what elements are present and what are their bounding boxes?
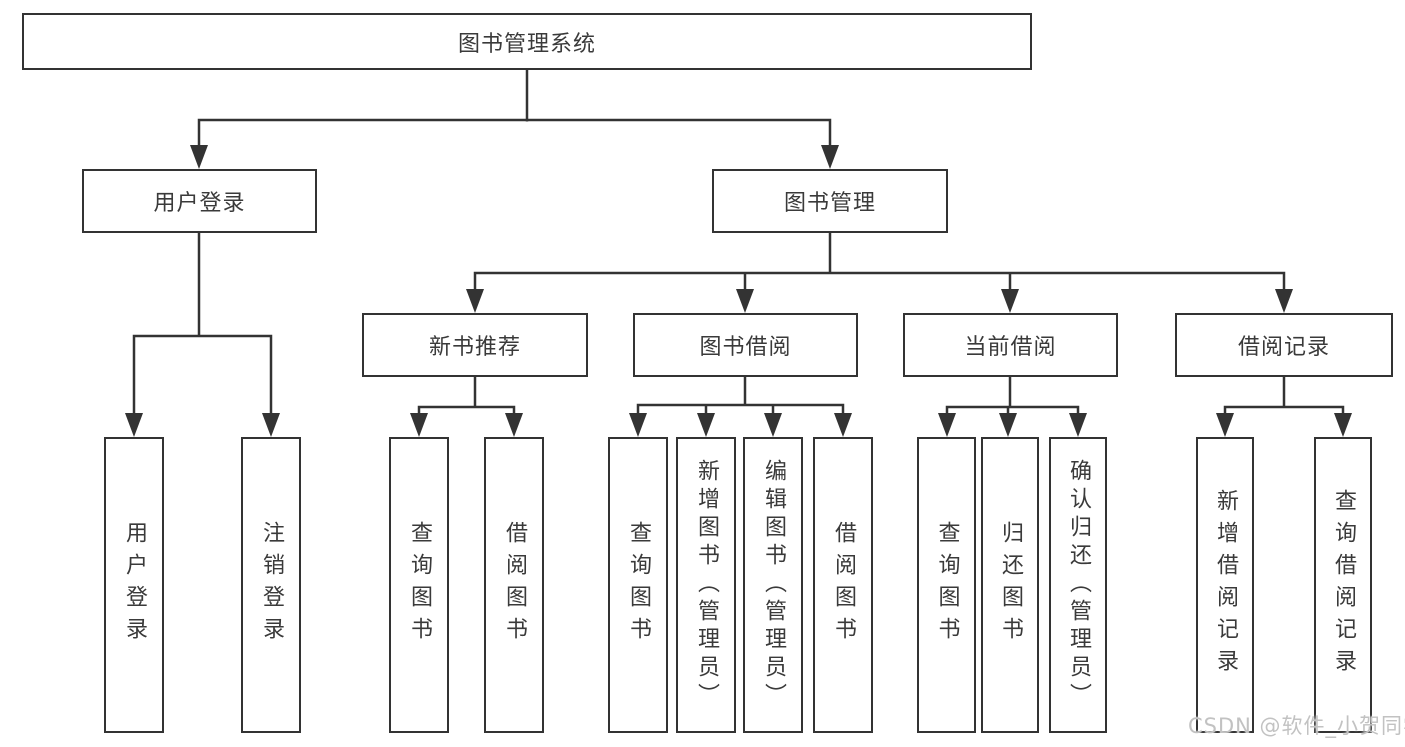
node-label: 图书管理系统	[457, 31, 596, 57]
leaf-return-books: 归还图书	[981, 437, 1039, 733]
node-label: 当前借阅	[964, 335, 1057, 360]
node-label: 借阅记录	[1237, 335, 1330, 360]
node-label: 新增借阅记录	[1213, 489, 1238, 681]
node-label: 图书借阅	[699, 335, 792, 360]
node-label: 借阅图书	[502, 521, 527, 649]
node-new-book-recommend: 新书推荐	[362, 313, 588, 377]
node-label: 归还图书	[998, 521, 1023, 649]
node-label: 确认归还（管理员）	[1066, 459, 1091, 711]
node-label: 新书推荐	[428, 335, 521, 360]
leaf-add-borrow-record: 新增借阅记录	[1196, 437, 1254, 733]
csdn-watermark: CSDN @软件_小贺同学	[1188, 714, 1405, 738]
node-label: 查询图书	[626, 521, 651, 649]
node-label: 查询图书	[934, 521, 960, 649]
leaf-query-books-recommend: 查询图书	[389, 437, 449, 733]
node-label: 注销登录	[259, 521, 284, 649]
node-library-management-system: 图书管理系统	[22, 13, 1032, 70]
node-label: 编辑图书（管理员）	[761, 459, 786, 711]
node-book-management: 图书管理	[712, 169, 948, 233]
node-label: 查询借阅记录	[1331, 489, 1356, 681]
node-label: 用户登录	[153, 191, 246, 216]
node-label: 用户登录	[122, 521, 147, 649]
node-current-borrowing: 当前借阅	[903, 313, 1118, 377]
node-user-login: 用户登录	[82, 169, 317, 233]
leaf-query-books-borrow: 查询图书	[608, 437, 668, 733]
node-label: 新增图书（管理员）	[694, 459, 719, 711]
node-book-borrowing: 图书借阅	[633, 313, 858, 377]
leaf-edit-books-admin: 编辑图书（管理员）	[743, 437, 803, 733]
node-label: 查询图书	[407, 521, 432, 649]
leaf-query-borrow-record: 查询借阅记录	[1314, 437, 1372, 733]
node-label: 图书管理	[783, 191, 876, 216]
leaf-add-books-admin: 新增图书（管理员）	[676, 437, 736, 733]
node-label: 借阅图书	[831, 521, 856, 649]
leaf-logout: 注销登录	[241, 437, 301, 733]
leaf-query-books-current: 查询图书	[917, 437, 976, 733]
leaf-borrow-books-recommend: 借阅图书	[484, 437, 544, 733]
node-borrowing-records: 借阅记录	[1175, 313, 1393, 377]
leaf-borrow-books: 借阅图书	[813, 437, 873, 733]
leaf-user-login: 用户登录	[104, 437, 164, 733]
leaf-confirm-return-admin: 确认归还（管理员）	[1049, 437, 1107, 733]
